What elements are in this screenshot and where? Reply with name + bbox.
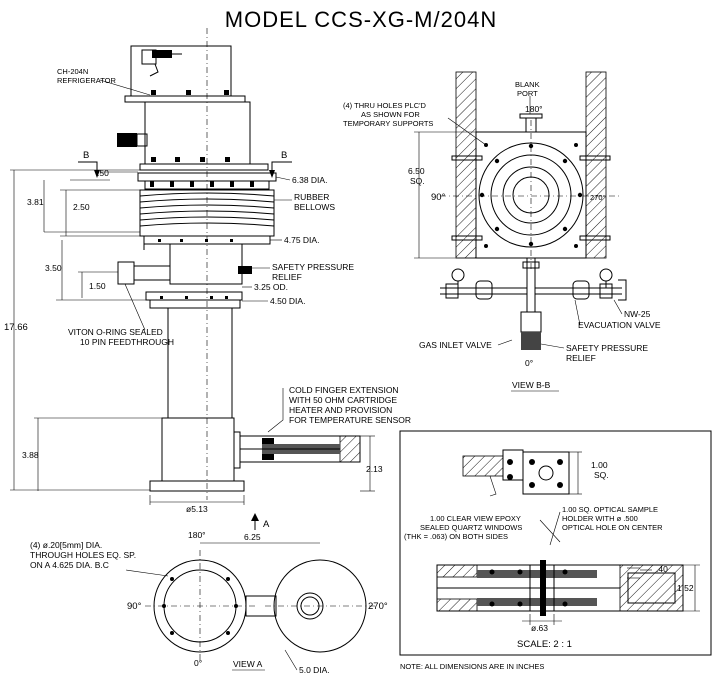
bb-holes-label: (4) THRU HOLES PLC'D AS SHOWN FOR TEMPOR… — [343, 101, 433, 128]
dim-17-66: 17.66 — [4, 322, 28, 333]
dim-3-88: 3.88 — [22, 450, 39, 460]
bb-angle-270: 270° — [590, 193, 606, 202]
base-diameter: ø5.13 — [186, 504, 208, 514]
flange-top-dia: 6.38 DIA. — [292, 175, 327, 185]
helium-connector-top-icon — [141, 49, 182, 77]
view-bb-label: VIEW B-B — [512, 380, 551, 390]
flange-low-dia: 4.50 DIA. — [270, 296, 305, 306]
va-angle-270: 270° — [368, 601, 388, 612]
od-3-25: 3.25 OD. — [254, 282, 288, 292]
side-view: B B — [4, 28, 411, 530]
bb-angle-180: 180° — [525, 104, 543, 114]
evac-valve-label: EVACUATION VALVE — [578, 320, 661, 330]
bb-angle-0: 0° — [525, 358, 533, 368]
dim-3-50: 3.50 — [45, 263, 62, 273]
dim-0-63: ø.63 — [531, 623, 548, 633]
dim-40: .40 — [656, 564, 668, 574]
cold-finger-extension — [239, 435, 361, 463]
dim-50: .50 — [97, 168, 109, 178]
dim-2-50: 2.50 — [73, 202, 90, 212]
section-marker-left: B — [83, 150, 89, 161]
flange-mid-dia: 4.75 DIA. — [284, 235, 319, 245]
note: NOTE: ALL DIMENSIONS ARE IN INCHES — [400, 662, 544, 671]
scale-label: SCALE: 2 : 1 — [517, 639, 572, 650]
va-angle-90: 90° — [127, 601, 142, 612]
arrow-a-label: A — [263, 519, 270, 530]
va-angle-180: 180° — [188, 530, 206, 540]
va-dia-5: 5.0 DIA. — [299, 665, 330, 675]
cold-finger-label: COLD FINGER EXTENSION WITH 50 OHM CARTRI… — [289, 385, 411, 425]
dim-2-13: 2.13 — [366, 464, 383, 474]
va-angle-0: 0° — [194, 658, 202, 668]
section-marker-right: B — [281, 150, 287, 161]
helium-connector-side-icon — [117, 133, 148, 147]
gas-inlet-label: GAS INLET VALVE — [419, 340, 492, 350]
view-a-arrow-icon — [251, 513, 259, 530]
dim-3-81: 3.81 — [27, 197, 44, 207]
va-holes-label: (4) ø.20[5mm] DIA. THROUGH HOLES EQ. SP.… — [30, 540, 139, 570]
nw25-label: NW-25 — [624, 309, 651, 319]
epoxy-label: 1.00 CLEAR VIEW EPOXY SEALED QUARTZ WIND… — [404, 514, 524, 541]
bb-relief-valve-icon — [520, 311, 542, 350]
view-a: (4) ø.20[5mm] DIA. THROUGH HOLES EQ. SP.… — [30, 530, 388, 675]
evacuation-valve-icon — [599, 268, 627, 301]
holder-label: 1.00 SQ. OPTICAL SAMPLE HOLDER WITH ø .5… — [562, 505, 663, 532]
view-a-label: VIEW A — [233, 659, 263, 669]
gas-inlet-valve-icon — [445, 268, 465, 299]
dim-1-50: 1.50 — [89, 281, 106, 291]
bb-angle-90: 90° — [431, 192, 446, 203]
dim-1-52: 1.52 — [677, 583, 694, 593]
dim-6-25: 6.25 — [244, 532, 261, 542]
drawing-title: MODEL CCS-XG-M/204N — [225, 7, 497, 32]
